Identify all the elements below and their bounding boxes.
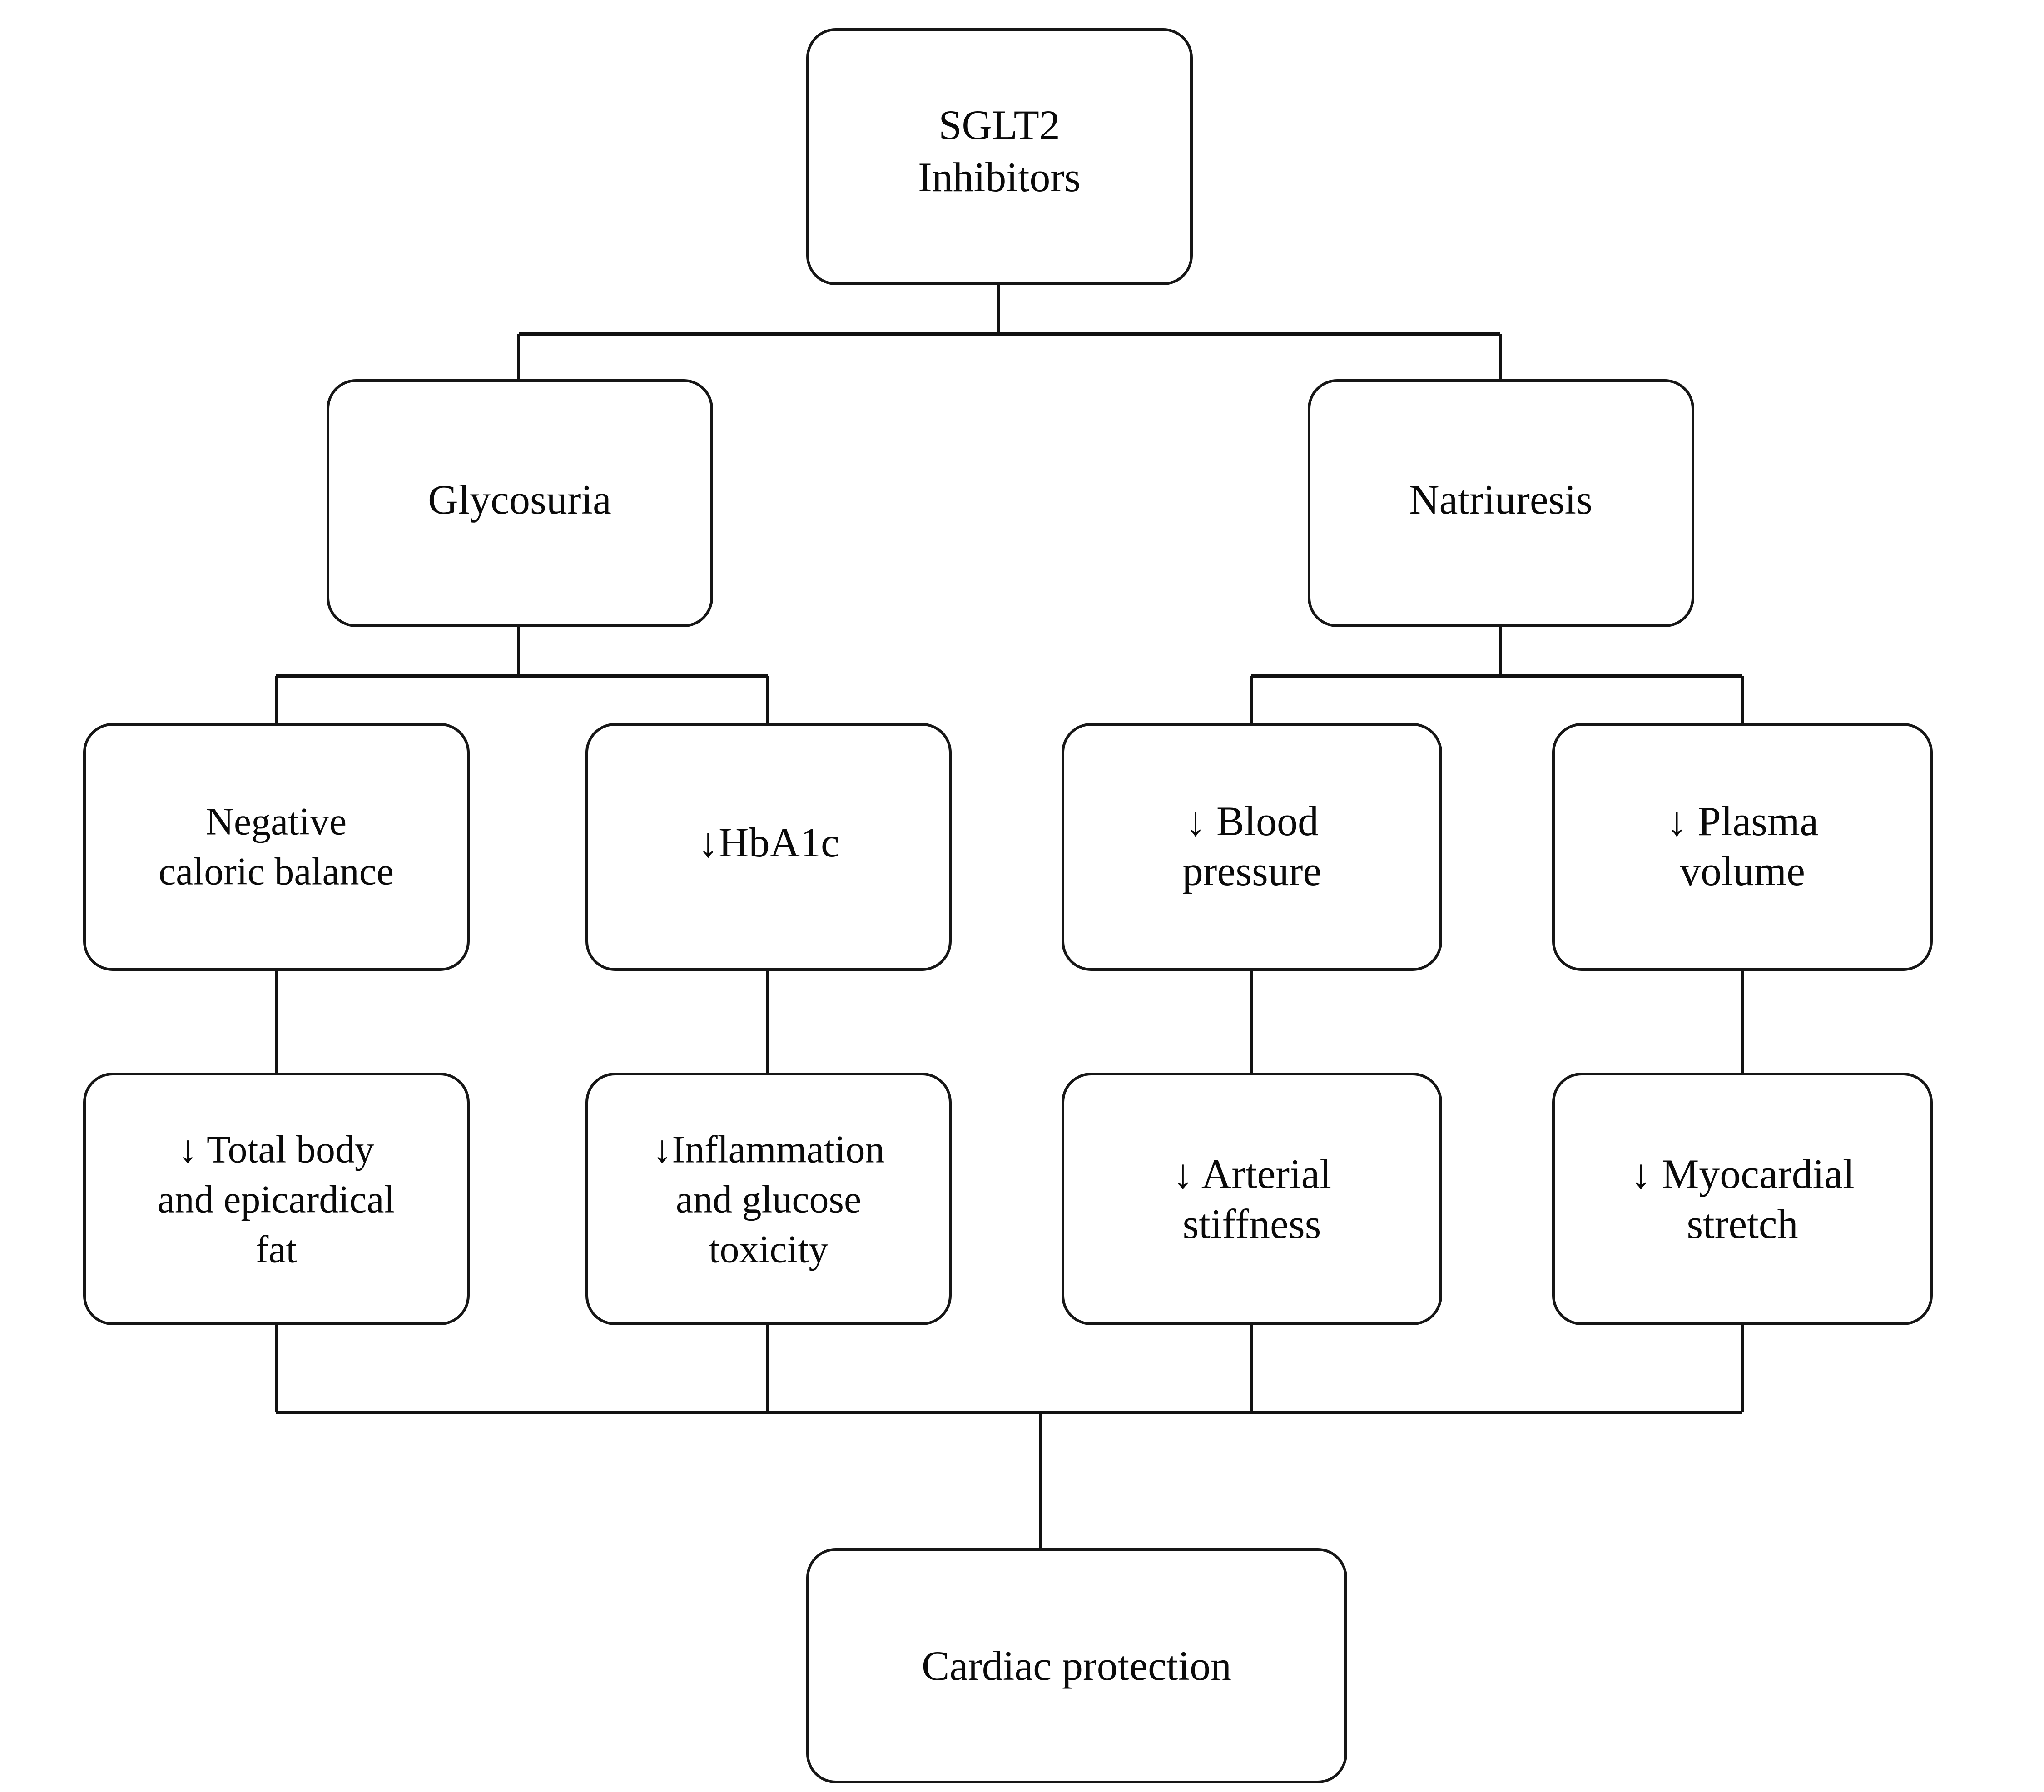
node-negative-caloric-balance[interactable]: Negative caloric balance <box>83 723 470 971</box>
node-inflammation-line-1: ↓Inflammation <box>652 1128 884 1171</box>
node-inflammation-line-2: and glucose <box>676 1178 861 1221</box>
node-blood-pressure-shape <box>1062 723 1442 971</box>
node-plasma-volume-line-1: ↓ Plasma <box>1667 798 1819 844</box>
node-arterial-stiffness[interactable]: ↓ Arterial stiffness <box>1062 1073 1442 1325</box>
node-natriuresis[interactable]: Natriuresis <box>1308 379 1694 627</box>
node-glycosuria-shape <box>327 379 713 627</box>
node-sglt2-inhibitors[interactable]: SGLT2 Inhibitors <box>806 28 1193 285</box>
node-plasma-volume[interactable]: ↓ Plasma volume <box>1552 723 1933 971</box>
node-cardiac-protection-shape <box>806 1548 1347 1783</box>
node-glycosuria[interactable]: Glycosuria <box>327 379 713 627</box>
node-sglt2-inhibitors-line-2: Inhibitors <box>918 154 1081 200</box>
node-hba1c-shape <box>585 723 952 971</box>
node-negative-caloric-balance-line-2: caloric balance <box>159 850 394 893</box>
node-total-body-and-epicardical-fat[interactable]: ↓ Total body and epicardical fat <box>83 1073 470 1325</box>
node-total-body-fat-line-2: and epicardical <box>158 1178 395 1221</box>
node-sglt2-inhibitors-shape <box>806 28 1193 285</box>
node-negative-caloric-balance-shape <box>83 723 470 971</box>
node-myocardial-stretch-line-2: stretch <box>1687 1201 1798 1247</box>
node-total-body-fat-line-3: fat <box>256 1228 297 1271</box>
node-natriuresis-shape <box>1308 379 1694 627</box>
node-inflammation-and-glucose-toxicity[interactable]: ↓Inflammation and glucose toxicity <box>585 1073 952 1325</box>
node-cardiac-protection-label: Cardiac protection <box>922 1643 1231 1689</box>
node-myocardial-stretch[interactable]: ↓ Myocardial stretch <box>1552 1073 1933 1325</box>
node-arterial-stiffness-line-1: ↓ Arterial <box>1172 1151 1331 1197</box>
node-total-body-fat-line-1: ↓ Total body <box>178 1128 374 1171</box>
node-negative-caloric-balance-line-1: Negative <box>206 800 347 843</box>
connector-layer <box>275 284 1744 1549</box>
node-blood-pressure-line-1: ↓ Blood <box>1185 798 1319 844</box>
node-myocardial-stretch-line-1: ↓ Myocardial <box>1630 1151 1854 1197</box>
node-plasma-volume-line-2: volume <box>1680 848 1805 894</box>
node-glycosuria-label: Glycosuria <box>428 476 611 523</box>
node-arterial-stiffness-line-2: stiffness <box>1183 1201 1321 1247</box>
node-inflammation-line-3: toxicity <box>709 1228 829 1271</box>
node-sglt2-inhibitors-line-1: SGLT2 <box>938 102 1060 148</box>
node-blood-pressure-line-2: pressure <box>1182 848 1322 894</box>
node-cardiac-protection[interactable]: Cardiac protection <box>806 1548 1347 1783</box>
node-natriuresis-label: Natriuresis <box>1409 476 1593 523</box>
node-arterial-stiffness-shape <box>1062 1073 1442 1325</box>
node-inflammation-shape <box>585 1073 952 1325</box>
node-hba1c[interactable]: ↓HbA1c <box>585 723 952 971</box>
node-blood-pressure[interactable]: ↓ Blood pressure <box>1062 723 1442 971</box>
node-plasma-volume-shape <box>1552 723 1933 971</box>
node-myocardial-stretch-shape <box>1552 1073 1933 1325</box>
node-hba1c-label: ↓HbA1c <box>698 819 839 866</box>
node-total-body-and-epicardical-fat-shape <box>83 1073 470 1325</box>
